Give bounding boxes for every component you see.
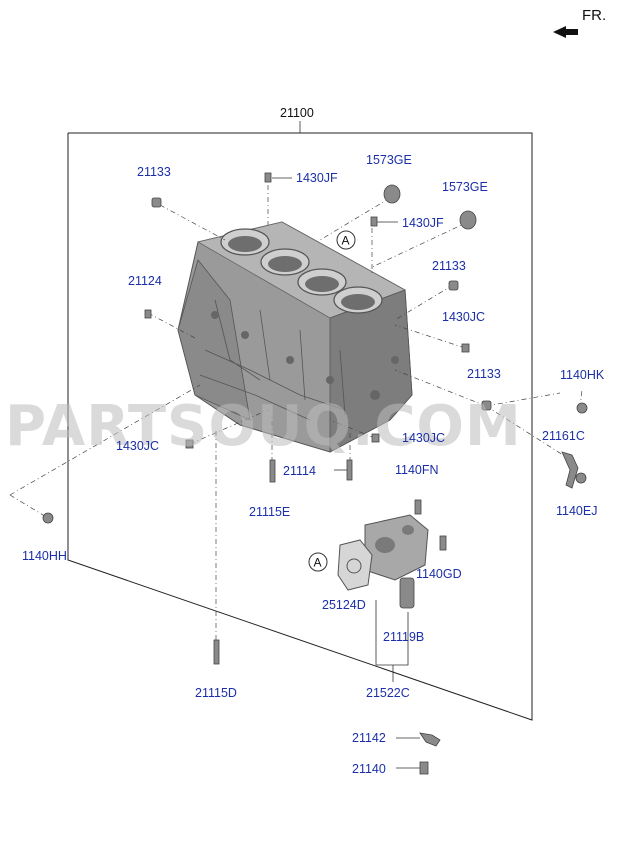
part-label-1140ej[interactable]: 1140EJ (556, 504, 597, 518)
part-label-21133-c[interactable]: 21133 (467, 367, 501, 381)
bolt-1140gd-icon (439, 535, 447, 551)
part-label-1430jc-c[interactable]: 1430JC (402, 431, 445, 445)
plug-1430jc-a-icon (461, 343, 470, 353)
part-label-1140fn[interactable]: 1140FN (395, 463, 439, 477)
part-label-25124d[interactable]: 25124D (322, 598, 366, 612)
part-label-21133-a[interactable]: 21133 (137, 165, 171, 179)
direction-label: FR. (582, 7, 606, 24)
part-label-21114[interactable]: 21114 (283, 464, 316, 478)
part-label-21142[interactable]: 21142 (352, 731, 386, 745)
part-label-21124[interactable]: 21124 (128, 274, 162, 288)
part-label-21115e[interactable]: 21115E (249, 505, 290, 519)
part-label-1430jc-b[interactable]: 1430JC (116, 439, 159, 453)
plug-21140-icon (419, 761, 429, 775)
plug-1430jf-b-icon (370, 216, 378, 227)
small-parts (42, 172, 588, 775)
part-label-1140hk[interactable]: 1140HK (560, 368, 605, 382)
part-label-1573ge-b[interactable]: 1573GE (442, 180, 488, 194)
reference-marker-a1: A (336, 230, 356, 250)
svg-text:A: A (314, 556, 322, 570)
cylinder-block-illustration (177, 221, 413, 453)
part-label-21133-b[interactable]: 21133 (432, 259, 466, 273)
bolt-21115d-icon (213, 639, 220, 665)
bolt-21133-b-icon (448, 280, 459, 291)
bolt-1140hh-icon (42, 512, 54, 524)
bolt-21133-a-icon (151, 197, 162, 208)
plug-1430jc-c-icon (371, 433, 380, 443)
part-label-21140[interactable]: 21140 (352, 762, 386, 776)
part-label-1430jf-a[interactable]: 1430JF (296, 171, 338, 185)
sensor-21142-icon (419, 732, 441, 747)
bolt-21133-c-icon (481, 400, 492, 411)
part-label-1140hh[interactable]: 1140HH (22, 549, 67, 563)
gasket-25124d-icon (337, 539, 373, 591)
plug-1430jc-b-icon (185, 439, 194, 449)
assembly-frame (67, 132, 533, 721)
part-label-21522c[interactable]: 21522C (366, 686, 410, 700)
bracket-21161c-icon (561, 451, 579, 489)
bolt-1140ej-icon (575, 472, 587, 484)
bolt-21115e-icon (269, 459, 276, 483)
svg-text:A: A (342, 234, 350, 248)
reference-marker-a2: A (308, 552, 328, 572)
plug-1430jf-a-icon (264, 172, 272, 183)
oil-filter-housing (337, 514, 429, 591)
direction-arrow-icon (553, 26, 578, 38)
solid-leaders (272, 177, 420, 769)
front-direction-indicator: FR. (553, 7, 606, 38)
leader-lines (9, 185, 583, 640)
bolt-21114-icon (346, 459, 353, 481)
part-labels: 21100 21133 1430JF 1573GE 1573GE 1430JF … (22, 106, 605, 776)
plug-1573ge-a-icon (383, 184, 401, 204)
part-label-21161c[interactable]: 21161C (542, 429, 585, 443)
part-label-1573ge-a[interactable]: 1573GE (366, 153, 412, 167)
part-label-1430jc-a[interactable]: 1430JC (442, 310, 485, 324)
bolt-1140fn-icon (414, 499, 422, 515)
part-label-1430jf-b[interactable]: 1430JF (402, 216, 444, 230)
part-label-21119b[interactable]: 21119B (383, 630, 424, 644)
plug-1573ge-b-icon (459, 210, 477, 230)
part-label-21100[interactable]: 21100 (280, 106, 314, 120)
part-label-21115d[interactable]: 21115D (195, 686, 237, 700)
bolt-1140hk-icon (576, 402, 588, 414)
filter-21119b-icon (399, 577, 415, 609)
pin-21124-icon (144, 309, 152, 319)
watermark: PARTSOUQ.COM (5, 394, 522, 459)
part-label-1140gd[interactable]: 1140GD (416, 567, 462, 581)
